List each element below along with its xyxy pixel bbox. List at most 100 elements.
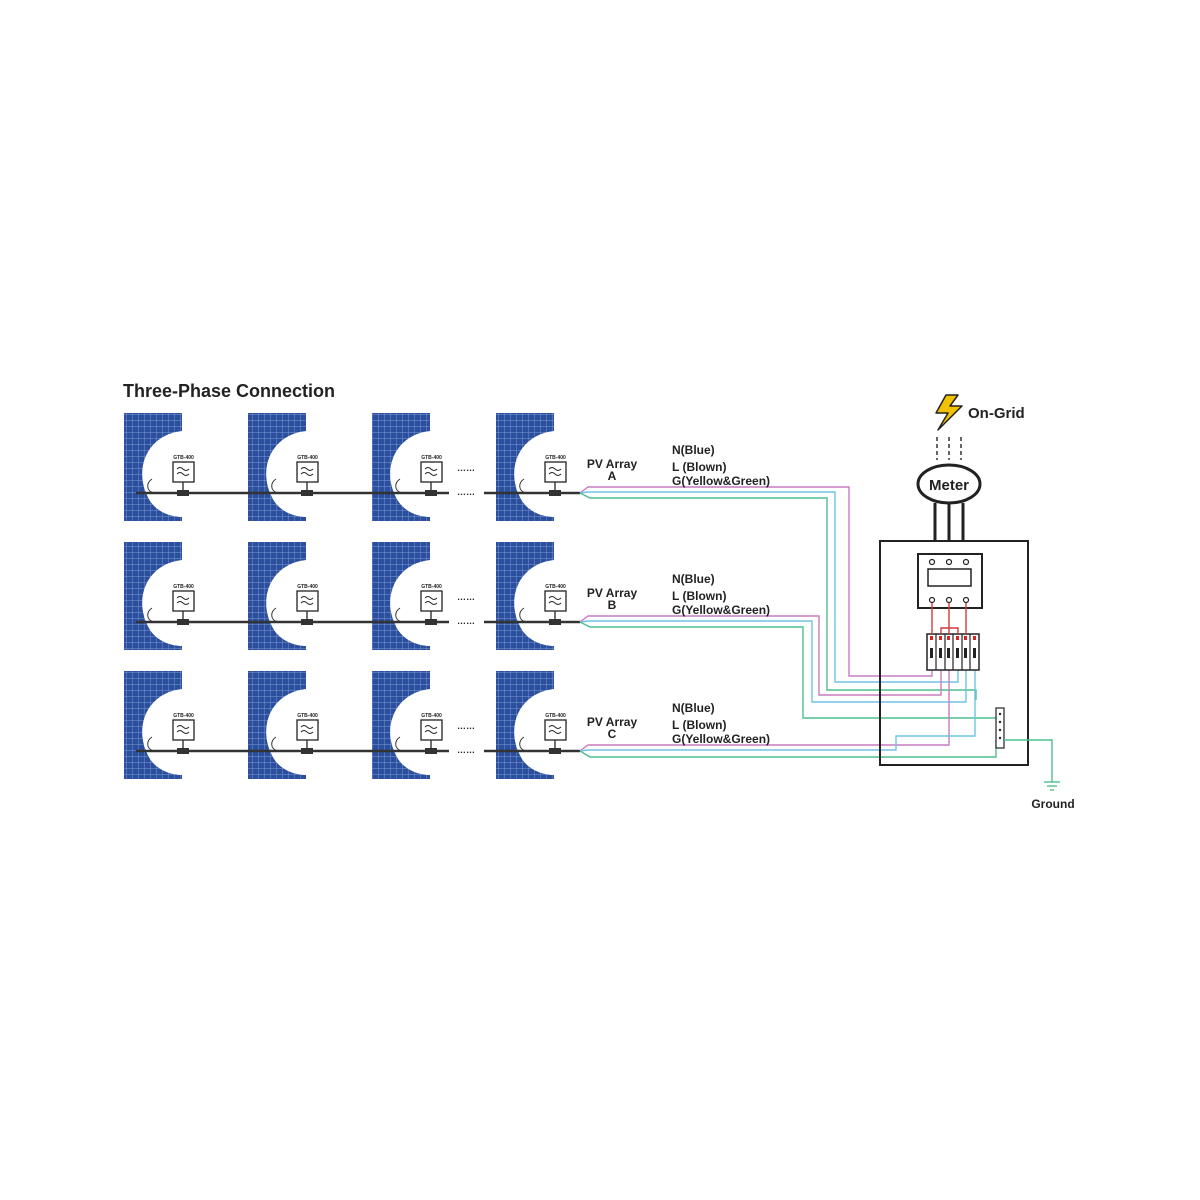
live-wire-label: L (Blown) <box>672 718 726 732</box>
inverter-model-label: GTB-400 <box>421 713 442 719</box>
pv-panel: GTB-400 <box>248 542 319 650</box>
inverter-wave-icon <box>424 596 438 605</box>
pv-panel: GTB-400 <box>248 413 319 521</box>
inverter-model-label: GTB-400 <box>421 455 442 461</box>
pv-panel: GTB-400 <box>248 671 319 779</box>
panel-cutout <box>266 689 306 775</box>
pv-panel: GTB-400 <box>124 542 195 650</box>
continuation-ellipsis: …… <box>457 487 475 497</box>
ground-wire-label: G(Yellow&Green) <box>672 732 770 746</box>
lightning-icon <box>935 394 963 431</box>
pv-panel: GTB-400 <box>124 413 195 521</box>
inverter-wave-icon <box>548 596 562 605</box>
microinverter <box>544 590 567 612</box>
panel-cutout <box>390 689 430 775</box>
inverter-wave-icon <box>176 467 190 476</box>
continuation-ellipsis: …… <box>457 616 475 626</box>
neutral-wire-c <box>579 670 976 752</box>
microinverter <box>544 461 567 483</box>
inverter-wave-icon <box>548 467 562 476</box>
inverter-model-label: GTB-400 <box>297 455 318 461</box>
ground-icon <box>1004 739 1060 791</box>
grid-feed-dashes <box>936 437 962 460</box>
wiring <box>136 486 997 758</box>
inverter-wave-icon <box>176 725 190 734</box>
inverter-wave-icon <box>300 725 314 734</box>
panel-cutout <box>142 560 182 646</box>
ground-wire-b <box>579 621 996 719</box>
ground-wire-label: G(Yellow&Green) <box>672 474 770 488</box>
live-wire-b <box>579 615 942 696</box>
panel-cutout <box>390 560 430 646</box>
neutral-wire-label: N(Blue) <box>672 701 715 715</box>
ground-bus <box>995 707 1005 749</box>
microinverter <box>420 461 443 483</box>
inverter-model-label: GTB-400 <box>173 584 194 590</box>
meter: Meter <box>916 463 982 505</box>
array-label: PV Array <box>587 457 638 471</box>
neutral-wire-label: N(Blue) <box>672 572 715 586</box>
microinverter <box>296 719 319 741</box>
array-letter: A <box>608 469 617 483</box>
inverter-model-label: GTB-400 <box>545 455 566 461</box>
array-letter: C <box>608 727 617 741</box>
ground-wire-a <box>579 492 977 700</box>
pv-panel: GTB-400 <box>124 671 195 779</box>
inverter-model-label: GTB-400 <box>297 584 318 590</box>
diagram-title: Three-Phase Connection <box>123 381 335 401</box>
circuit-breakers <box>926 633 980 671</box>
array-label: PV Array <box>587 586 638 600</box>
panel-cutout <box>514 431 554 517</box>
microinverter <box>296 461 319 483</box>
continuation-ellipsis: …… <box>457 592 475 602</box>
panel-cutout <box>266 560 306 646</box>
inverter-model-label: GTB-400 <box>173 713 194 719</box>
array-letter: B <box>608 598 617 612</box>
pv-panel: GTB-400 <box>496 542 567 650</box>
inverter-wave-icon <box>424 467 438 476</box>
live-wire-label: L (Blown) <box>672 589 726 603</box>
meter-supply-lines <box>933 503 965 541</box>
panel-cutout <box>514 689 554 775</box>
panel-cutout <box>390 431 430 517</box>
panel-cutout <box>266 431 306 517</box>
microinverter <box>296 590 319 612</box>
inverter-model-label: GTB-400 <box>545 713 566 719</box>
inverter-model-label: GTB-400 <box>545 584 566 590</box>
microinverter <box>544 719 567 741</box>
inverter-model-label: GTB-400 <box>421 584 442 590</box>
meter-label: Meter <box>929 477 969 494</box>
inverter-wave-icon <box>548 725 562 734</box>
continuation-ellipsis: …… <box>457 721 475 731</box>
array-label: PV Array <box>587 715 638 729</box>
live-wire-a <box>579 486 933 677</box>
microinverter <box>172 590 195 612</box>
microinverter <box>172 461 195 483</box>
inverter-model-label: GTB-400 <box>173 455 194 461</box>
microinverter <box>420 590 443 612</box>
neutral-wire-label: N(Blue) <box>672 443 715 457</box>
neutral-wire-b <box>579 620 967 703</box>
ground-wire-label: G(Yellow&Green) <box>672 603 770 617</box>
panel-cutout <box>142 431 182 517</box>
pv-panel: GTB-400 <box>372 413 443 521</box>
live-wire-c-riser <box>866 670 950 746</box>
microinverter <box>420 719 443 741</box>
pv-panel: GTB-400 <box>372 542 443 650</box>
inverter-wave-icon <box>424 725 438 734</box>
meter-to-breaker-lines <box>931 603 967 634</box>
inverter-wave-icon <box>300 467 314 476</box>
distribution-box <box>879 540 1029 766</box>
inverter-model-label: GTB-400 <box>297 713 318 719</box>
panel-cutout <box>514 560 554 646</box>
continuation-ellipsis: …… <box>457 745 475 755</box>
ground-wire-c <box>579 740 997 758</box>
live-wire-label: L (Blown) <box>672 460 726 474</box>
microinverter <box>172 719 195 741</box>
continuation-ellipsis: …… <box>457 463 475 473</box>
pv-panel: GTB-400 <box>496 671 567 779</box>
neutral-wire-a <box>579 491 959 683</box>
